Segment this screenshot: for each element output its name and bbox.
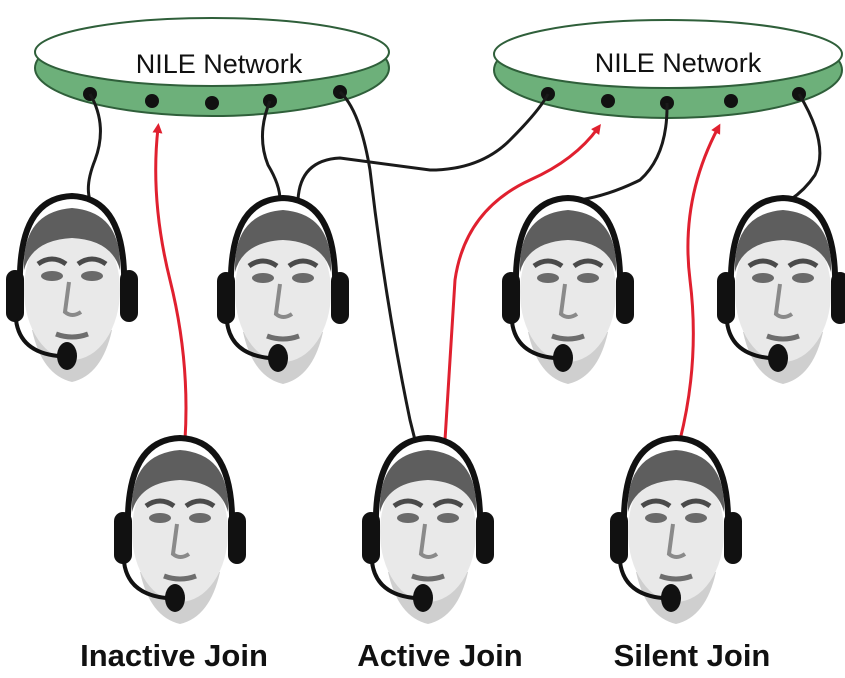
link-member-4 [789,93,822,202]
nile-network-ring-right [493,19,843,119]
inactive-join-label: Inactive Join [80,638,268,673]
ring-node [145,94,159,108]
ring-node [601,94,615,108]
network-member-2 [217,198,349,384]
silent-joiner [610,438,742,624]
network-member-3 [502,198,634,384]
silent-join-arrow [678,123,721,441]
link-member-2-cross [296,93,550,201]
network-label-right: NILE Network [594,48,762,78]
join-arrows [152,123,721,441]
ring-node [205,96,219,110]
inactive-join-arrow [152,123,188,441]
network-member-1 [6,196,138,382]
link-member-2 [260,100,282,201]
network-links [86,90,822,441]
active-join-label: Active Join [357,638,523,673]
nile-network-ring-left [34,17,390,117]
silent-join-label: Silent Join [613,638,771,673]
ring-node [724,94,738,108]
network-member-4 [717,198,845,384]
active-joiner [362,438,494,624]
link-member-3 [579,102,669,202]
inactive-joiner [114,438,246,624]
link-active-joiner [338,90,417,441]
network-label-left: NILE Network [135,49,303,79]
active-join-arrow [443,123,601,441]
link-member-1 [86,93,102,201]
